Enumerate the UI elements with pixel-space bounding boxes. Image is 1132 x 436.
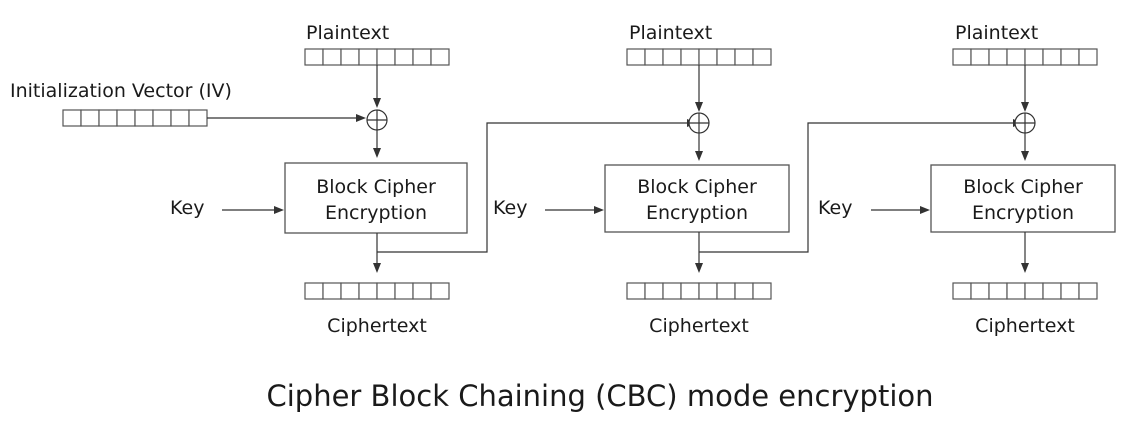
stage-3-plaintext-register: [952, 48, 1098, 66]
stage-3-plaintext-arrow: [1021, 65, 1029, 112]
stage-2-block-cipher: Block Cipher Encryption: [604, 164, 790, 233]
stage-3-ciphertext-register: [952, 282, 1098, 300]
stage-2: Plaintext Block Cipher Encrypti: [493, 22, 790, 337]
iv-arrow: [207, 114, 366, 122]
stage-3-output-arrow: [1021, 232, 1029, 273]
stage-1-key-label: Key: [170, 197, 204, 219]
stage-3-ciphertext-label: Ciphertext: [975, 315, 1075, 337]
stage-1-cipher-title: Block Cipher: [316, 176, 436, 198]
stage-1-plaintext-label: Plaintext: [306, 22, 389, 44]
stage-1-output-arrow: [373, 233, 381, 273]
stage-2-xor-arrow: [695, 133, 703, 161]
stage-1-xor-icon: [366, 109, 388, 131]
stage-1-ciphertext-label: Ciphertext: [327, 315, 427, 337]
stage-1-xor-arrow: [373, 130, 381, 158]
stage-2-cipher-title: Block Cipher: [637, 176, 757, 198]
stage-3-xor-icon: [1014, 112, 1036, 134]
stage-2-plaintext-label: Plaintext: [629, 22, 712, 44]
stage-2-plaintext-arrow: [695, 65, 703, 112]
stage-3: Plaintext Block Cipher Encrypti: [818, 22, 1116, 337]
iv-label: Initialization Vector (IV): [10, 80, 232, 102]
stage-2-plaintext-register: [626, 48, 772, 66]
stage-1-ciphertext-register: [304, 282, 450, 300]
stage-3-key-arrow: [871, 206, 930, 214]
stage-2-xor-icon: [688, 112, 710, 134]
stage-2-key-arrow: [545, 206, 604, 214]
stage-3-cipher-title: Block Cipher: [963, 176, 1083, 198]
stage-3-xor-arrow: [1021, 133, 1029, 161]
stage-1-cipher-subtitle: Encryption: [325, 202, 427, 224]
stage-3-cipher-subtitle: Encryption: [972, 202, 1074, 224]
stage-2-ciphertext-register: [626, 282, 772, 300]
stage-2-key-label: Key: [493, 197, 527, 219]
stage-1: Plaintext Block Cipher Encrypti: [170, 22, 468, 337]
stage-1-block-cipher: Block Cipher Encryption: [284, 162, 468, 234]
stage-3-block-cipher: Block Cipher Encryption: [930, 164, 1116, 233]
diagram-caption: Cipher Block Chaining (CBC) mode encrypt…: [266, 379, 933, 413]
stage-1-plaintext-arrow: [373, 65, 381, 108]
stage-3-plaintext-label: Plaintext: [955, 22, 1038, 44]
stage-2-output-arrow: [695, 232, 703, 273]
iv-register: [62, 109, 208, 127]
stage-1-key-arrow: [222, 206, 284, 214]
stage-2-ciphertext-label: Ciphertext: [649, 315, 749, 337]
stage-3-key-label: Key: [818, 197, 852, 219]
stage-2-cipher-subtitle: Encryption: [646, 202, 748, 224]
stage-1-plaintext-register: [304, 48, 450, 66]
